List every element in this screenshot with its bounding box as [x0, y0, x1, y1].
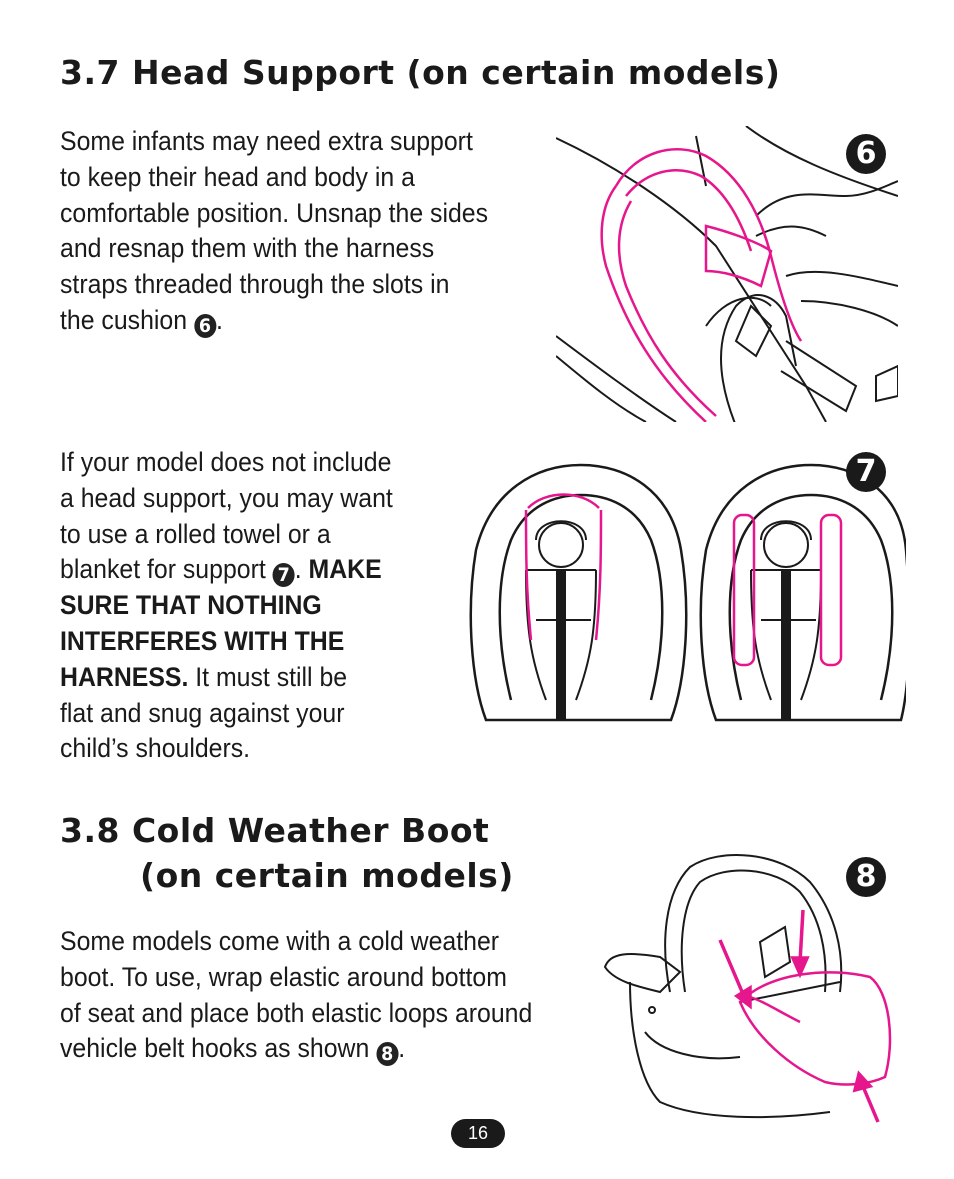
para-line: vehicle belt hooks as shown: [60, 1033, 377, 1064]
para-line: If your model does not include: [60, 447, 392, 477]
figure-ref-7: 7: [272, 563, 295, 588]
warning-text: SURE THAT NOTHING: [60, 590, 322, 621]
para-line: It must still be: [188, 661, 348, 692]
figure-6-badge: 6: [846, 134, 886, 174]
para-line: straps threaded through the slots in: [60, 269, 450, 300]
para-line: comfortable position. Unsnap the sides: [60, 197, 489, 228]
figure-7-badge: 7: [846, 452, 886, 492]
figure-ref-6: 6: [193, 313, 217, 338]
page-number: 16: [451, 1119, 505, 1148]
para-line: flat and snug against your: [60, 697, 345, 728]
para-line: the cushion: [60, 304, 194, 335]
no-head-support-paragraph: If your model does not include a head su…: [60, 445, 393, 767]
para-line: Some models come with a cold weather: [60, 926, 500, 956]
para-line: to use a rolled towel or a: [60, 518, 331, 549]
warning-text: HARNESS.: [60, 661, 189, 692]
para-line: .: [294, 554, 309, 585]
head-support-paragraph: Some infants may need extra support to k…: [60, 124, 488, 339]
para-line: of seat and place both elastic loops aro…: [60, 997, 533, 1028]
para-line: and resnap them with the harness: [60, 233, 435, 264]
para-line: a head support, you may want: [60, 482, 393, 513]
para-line: child’s shoulders.: [60, 733, 251, 764]
section-heading-3-8-sub: (on certain models): [140, 856, 514, 895]
warning-text: MAKE: [308, 554, 382, 585]
para-line: boot. To use, wrap elastic around bottom: [60, 961, 507, 992]
figure-8-illustration: [603, 854, 892, 1123]
para-line: to keep their head and body in a: [60, 161, 415, 192]
figure-ref-8: 8: [376, 1042, 399, 1067]
cold-weather-boot-paragraph: Some models come with a cold weather boo…: [60, 924, 532, 1067]
section-heading-3-7: 3.7 Head Support (on certain models): [60, 53, 781, 92]
section-heading-3-8: 3.8 Cold Weather Boot: [60, 811, 490, 850]
para-line: .: [398, 1033, 406, 1064]
para-line: .: [216, 304, 223, 335]
para-line: Some infants may need extra support: [60, 126, 473, 156]
figure-6-illustration: [556, 126, 898, 422]
para-line: blanket for support: [60, 554, 273, 585]
warning-text: INTERFERES WITH THE: [60, 625, 345, 656]
figure-7-illustration: [469, 463, 906, 722]
figure-8-badge: 8: [846, 857, 886, 897]
